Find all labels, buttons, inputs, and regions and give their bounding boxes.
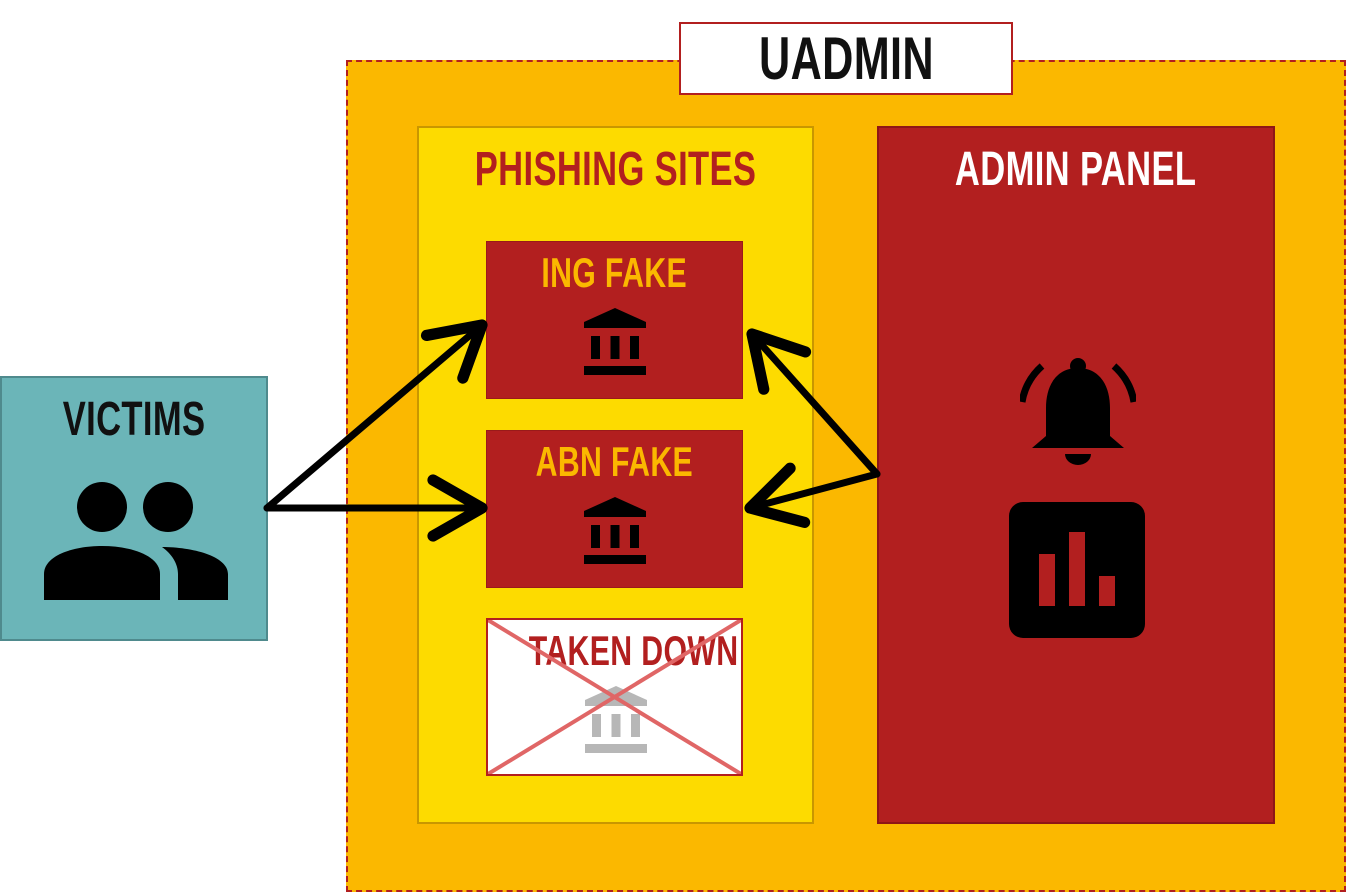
people-icon [44,482,228,600]
phishing-sites-title: PHISHING SITES [474,143,757,196]
bank-icon [584,308,646,375]
site-label: ABN FAKE [535,438,694,485]
bank-icon [584,497,646,564]
site-taken-down: TAKEN DOWN [486,618,743,776]
admin-panel-title: ADMIN PANEL [955,143,1197,196]
bar-chart-icon [1009,502,1145,638]
site-abn-fake: ABN FAKE [486,430,743,588]
uadmin-title: UADMIN [679,22,1013,95]
site-label: ING FAKE [541,249,688,296]
bell-alert-icon [1020,358,1136,465]
strike-cross-icon [488,620,741,774]
uadmin-title-text: UADMIN [758,25,934,92]
victims-title: VICTIMS [62,393,206,446]
site-ing-fake: ING FAKE [486,241,743,399]
admin-panel: ADMIN PANEL [877,126,1275,824]
victims-box: VICTIMS [0,376,268,641]
